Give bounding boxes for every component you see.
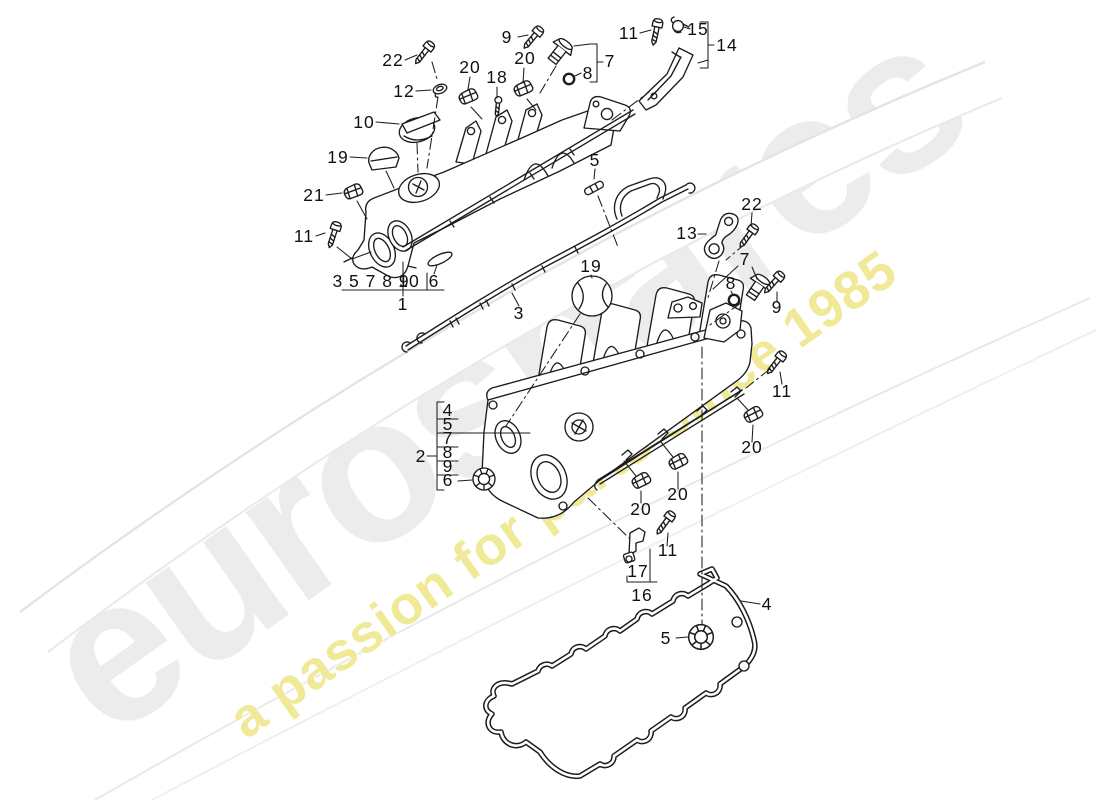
part-callout-6: 6 — [443, 470, 454, 490]
part-callout-8: 8 — [726, 273, 737, 293]
part-callout-4: 4 — [443, 400, 454, 420]
part-callout-19: 19 — [327, 147, 348, 167]
seal-strip-6 — [427, 251, 453, 267]
part-callout-7: 7 — [443, 428, 454, 448]
part-callout-9: 9 — [443, 456, 454, 476]
part-callout-5: 5 — [443, 414, 454, 434]
part-callout-22: 22 — [382, 50, 403, 70]
part-callout-11: 11 — [619, 23, 639, 43]
part-callout-20: 20 — [741, 437, 762, 457]
part-callout-7: 7 — [740, 249, 751, 269]
part-callout-20: 20 — [459, 57, 480, 77]
part-callout-10: 10 — [398, 271, 419, 291]
swoosh-graphics — [19, 60, 1097, 800]
part-callout-11: 11 — [658, 540, 678, 560]
part-callout-20: 20 — [630, 499, 651, 519]
gasket — [483, 566, 758, 779]
oil-filler-cap — [398, 111, 441, 144]
centerlines — [416, 61, 771, 626]
hardware-parts — [323, 16, 789, 564]
part-callout-16: 16 — [631, 585, 652, 605]
part-callout-17: 17 — [627, 561, 648, 581]
part-callout-15: 15 — [687, 19, 708, 39]
part-callout-13: 13 — [676, 223, 697, 243]
part-callout-20: 20 — [514, 48, 535, 68]
part-callout-7: 7 — [605, 51, 616, 71]
part-callout-1: 1 — [398, 294, 409, 314]
part-callout-19: 19 — [580, 256, 601, 276]
valve-cover-upper — [343, 95, 636, 279]
clamp-nut — [670, 16, 690, 34]
part-callout-5: 5 — [590, 150, 601, 170]
part-callout-11: 11 — [294, 226, 314, 246]
part-callout-21: 21 — [303, 185, 324, 205]
part-callout-6: 6 — [429, 271, 440, 291]
part-callout-20: 20 — [667, 484, 688, 504]
part-callout-10: 10 — [353, 112, 374, 132]
cap-ball — [571, 275, 613, 317]
part-callout-8: 8 — [443, 442, 454, 462]
part-callout-12: 12 — [393, 81, 414, 101]
part-callout-8: 8 — [583, 63, 594, 83]
leader-lines — [315, 21, 783, 639]
part-callout-5: 5 — [661, 628, 672, 648]
breather-tube — [401, 177, 696, 353]
part-callout-22: 22 — [741, 194, 762, 214]
part-callout-14: 14 — [716, 35, 737, 55]
cover-cap — [368, 146, 400, 171]
part-callout-3-5-7-8-9: 3 5 7 8 9 — [332, 271, 409, 291]
part-callout-4: 4 — [762, 594, 773, 614]
part-callout-3: 3 — [514, 303, 525, 323]
part-callout-18: 18 — [486, 67, 507, 87]
part-callout-2: 2 — [416, 446, 427, 466]
valve-cover-lower — [472, 273, 753, 519]
sensor-17 — [622, 527, 646, 564]
part-callout-9: 9 — [502, 27, 513, 47]
part-callout-11: 11 — [772, 381, 792, 401]
part-callout-9: 9 — [772, 297, 783, 317]
support-bracket — [638, 47, 694, 111]
